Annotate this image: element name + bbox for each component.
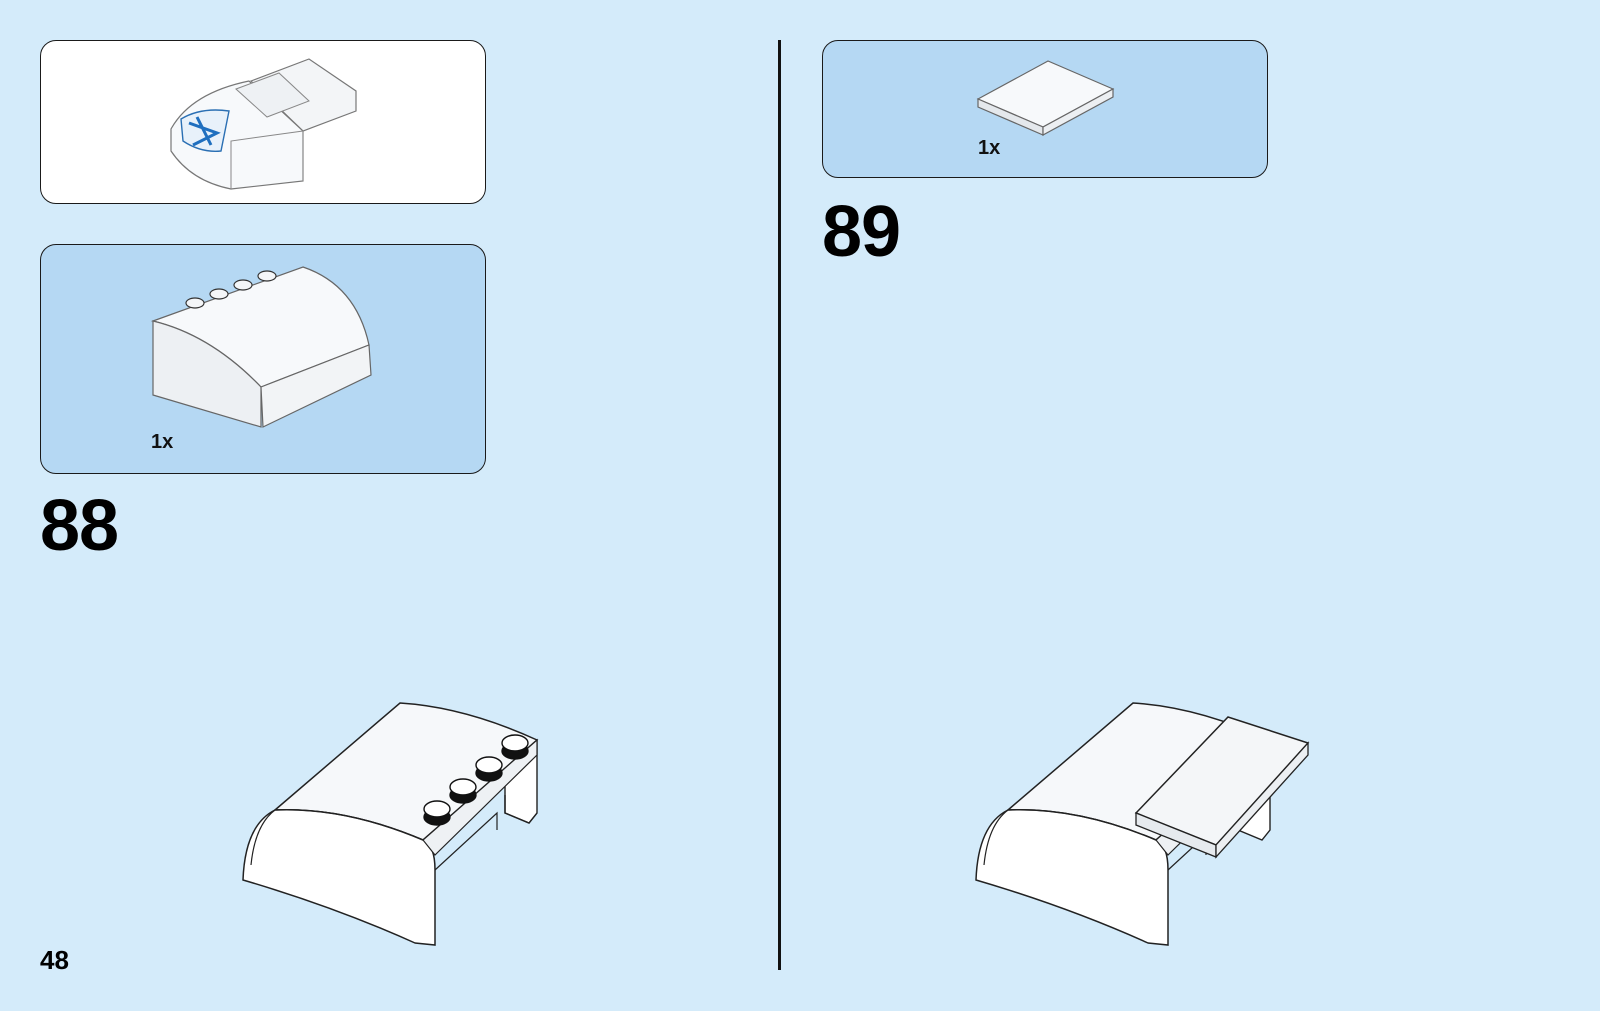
curved-slope-brick-icon [41,245,487,475]
assembled-model-preview-icon [41,41,487,205]
step-89-model-icon [968,695,1328,965]
part-quantity: 1x [151,431,173,454]
step-88-model-icon [235,695,575,965]
page-divider [778,40,781,970]
step-number: 89 [822,196,900,268]
parts-panel-step-89: 1x [822,40,1268,178]
page-number: 48 [40,945,69,976]
preview-panel [40,40,486,204]
flat-tile-icon [823,41,1269,179]
step-number: 88 [40,490,118,562]
part-quantity: 1x [978,137,1000,160]
parts-panel-step-88: 1x [40,244,486,474]
